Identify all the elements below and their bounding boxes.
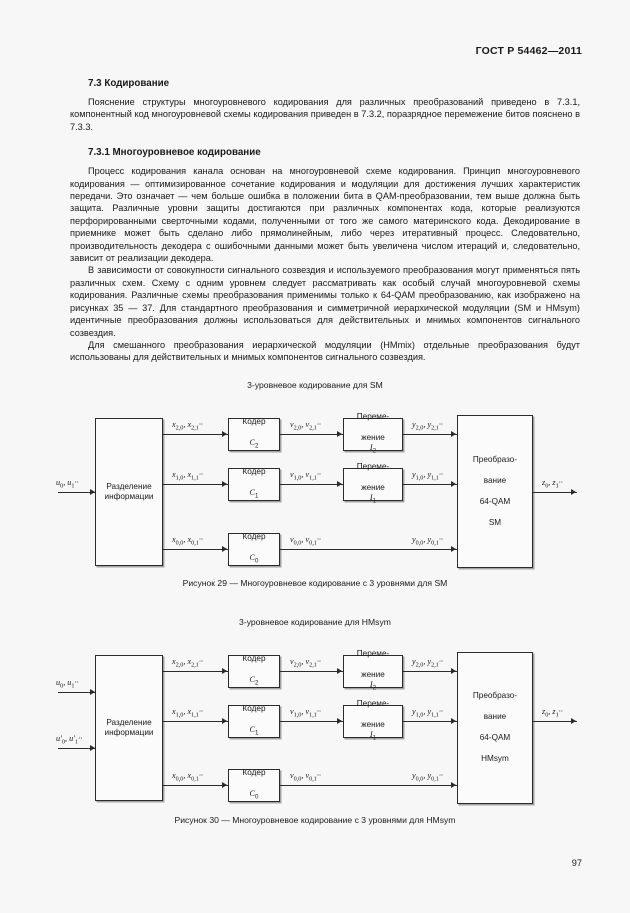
fig29-input-label: u0, u1··	[56, 478, 79, 490]
fig29-x1-line	[163, 484, 228, 485]
fig29-v1-line	[280, 484, 343, 485]
fig29-x2-arrowhead	[222, 431, 227, 437]
fig29-input-arrowhead	[90, 489, 95, 495]
fig30-x0-line	[163, 785, 228, 786]
fig30-input1-line	[58, 692, 95, 693]
fig30-y1-line	[403, 721, 457, 722]
fig30-bypass-line	[280, 785, 457, 786]
fig30-input2-label: u′0, u′1··	[56, 734, 83, 746]
fig30-y2-line	[403, 671, 457, 672]
fig30-output-label: z0, z1··	[542, 707, 563, 719]
fig29-interleaver-i1: Переме- жение I1	[343, 462, 403, 505]
section-7-3-1-paragraph-1: Процесс кодирования канала основан на мн…	[70, 166, 580, 264]
fig29-y2-arrowhead	[451, 431, 456, 437]
fig30-v1-line	[280, 721, 343, 722]
fig29-y1-arrowhead	[451, 481, 456, 487]
section-title-7-3-1: 7.3.1 Многоуровневое кодирование	[88, 147, 261, 159]
fig29-v2-label: v2,0, v2,1··	[290, 420, 321, 432]
fig29-coder-c0: Кодер C0	[228, 532, 280, 566]
figure-30-caption: Рисунок 30 — Многоуровневое кодирование …	[174, 815, 456, 825]
fig30-y2-arrowhead	[451, 668, 456, 674]
section-7-3-1-paragraph-2: В зависимости от совокупности сигнальног…	[70, 265, 580, 338]
fig30-coder-c1: Кодер C1	[228, 704, 280, 738]
figure-30-title: 3-уровневое кодирование для HMsym	[239, 617, 391, 627]
fig29-split-box: Разделение информации	[95, 418, 163, 566]
fig30-input2-line	[58, 748, 95, 749]
fig29-x1-label: x1,0, x1,1··	[172, 470, 203, 482]
page-content: 7.3 Кодирование Пояснение структуры мног…	[70, 78, 580, 364]
fig29-x2-label: x2,0, x2,1··	[172, 420, 203, 432]
fig30-y0-arrowhead	[451, 782, 456, 788]
fig30-v1-label: v1,0, v1,1··	[290, 707, 321, 719]
fig29-coder-c2: Кодер C2	[228, 417, 280, 451]
fig30-v2-label: v2,0, v2,1··	[290, 657, 321, 669]
fig29-x0-label: x0,0, x0,1··	[172, 535, 203, 547]
fig29-x2-line	[163, 434, 228, 435]
fig30-x2-label: x2,0, x2,1··	[172, 657, 203, 669]
fig29-mapper-box: Преобразо- вание 64-QAM SM	[457, 415, 533, 568]
fig30-x0-arrowhead	[222, 782, 227, 788]
fig29-x0-line	[163, 549, 228, 550]
section-7-3-1-paragraph-3: Для смешанного преобразования иерархичес…	[70, 339, 580, 363]
fig30-coder-c0: Кодер C0	[228, 768, 280, 802]
section-title-7-3: 7.3 Кодирование	[88, 78, 170, 89]
fig29-y1-line	[403, 484, 457, 485]
fig30-input1-label: u0, u1··	[56, 678, 79, 690]
fig30-output-arrowhead	[571, 718, 576, 724]
fig30-x1-label: x1,0, x1,1··	[172, 707, 203, 719]
fig30-coder-c2: Кодер C2	[228, 654, 280, 688]
fig29-v0-label: v0,0, v0,1··	[290, 535, 321, 547]
fig30-split-box: Разделение информации	[95, 655, 163, 801]
fig30-x1-line	[163, 721, 228, 722]
page-number: 97	[571, 858, 582, 868]
fig29-output-line	[533, 492, 577, 493]
fig29-x0-arrowhead	[222, 546, 227, 552]
fig29-output-label: z0, z1··	[542, 478, 563, 490]
fig30-mapper-box: Преобразо- вание 64-QAM HMsym	[457, 652, 533, 804]
fig30-v2-arrowhead	[337, 668, 342, 674]
page-header-standard: ГОСТ Р 54462—2011	[475, 45, 582, 57]
fig30-v1-arrowhead	[337, 718, 342, 724]
figure-29-title: 3-уровневое кодирование для SM	[247, 380, 383, 390]
fig29-y1-label: y1,0, y1,1··	[412, 470, 443, 482]
fig29-y0-label: y0,0, y0,1··	[412, 535, 443, 547]
fig30-input1-arrowhead	[90, 689, 95, 695]
fig29-coder-c1: Кодер C1	[228, 467, 280, 501]
fig30-v0-label: v0,0, v0,1··	[290, 771, 321, 783]
fig30-x1-arrowhead	[222, 718, 227, 724]
fig29-output-arrowhead	[571, 489, 576, 495]
fig29-v1-arrowhead	[337, 481, 342, 487]
fig29-interleaver-i2: Переме- жение I2	[343, 412, 403, 455]
fig30-v2-line	[280, 671, 343, 672]
fig30-interleaver-i1: Переме- жение I1	[343, 699, 403, 742]
fig30-x0-label: x0,0, x0,1··	[172, 771, 203, 783]
fig30-y1-label: y1,0, y1,1··	[412, 707, 443, 719]
fig30-x2-arrowhead	[222, 668, 227, 674]
fig29-v2-arrowhead	[337, 431, 342, 437]
fig30-y2-label: y2,0, y2,1··	[412, 657, 443, 669]
fig30-y0-label: y0,0, y0,1··	[412, 771, 443, 783]
fig29-y2-line	[403, 434, 457, 435]
fig29-y0-arrowhead	[451, 546, 456, 552]
fig30-interleaver-i2: Переме- жение I2	[343, 649, 403, 692]
fig29-y2-label: y2,0, y2,1··	[412, 420, 443, 432]
fig30-x2-line	[163, 671, 228, 672]
fig30-output-line	[533, 721, 577, 722]
fig30-input2-arrowhead	[90, 745, 95, 751]
fig30-y1-arrowhead	[451, 718, 456, 724]
fig29-input-line	[58, 492, 95, 493]
fig29-x1-arrowhead	[222, 481, 227, 487]
section-7-3-paragraph: Пояснение структуры многоуровневого коди…	[70, 97, 580, 132]
fig29-v2-line	[280, 434, 343, 435]
figure-29-caption: Рисунок 29 — Многоуровневое кодирование …	[182, 578, 448, 588]
fig29-v1-label: v1,0, v1,1··	[290, 470, 321, 482]
fig29-bypass-line	[280, 549, 457, 550]
